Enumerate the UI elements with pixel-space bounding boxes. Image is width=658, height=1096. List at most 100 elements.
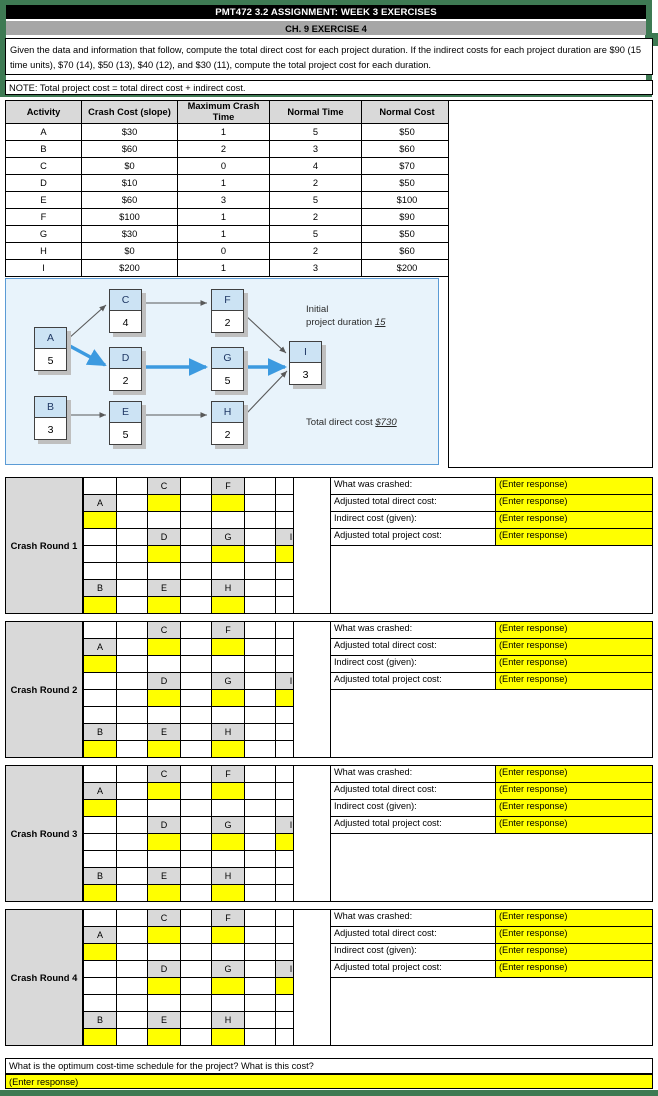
grid-cell-r4-c4[interactable] (211, 545, 245, 563)
grid-cell-r4-c2[interactable] (147, 977, 181, 995)
grid-cell-r0-c0 (83, 477, 117, 495)
grid-cell-r7-c2[interactable] (147, 884, 181, 902)
grid-cell-r7-c3 (180, 1028, 212, 1046)
grid-cell-r3-c0 (83, 816, 117, 834)
grid-row (83, 740, 307, 758)
grid-cell-r0-c2: C (147, 621, 181, 639)
question-response-input[interactable]: (Enter response) (496, 656, 652, 672)
question-response-input[interactable]: (Enter response) (496, 910, 652, 926)
question-response-input[interactable]: (Enter response) (496, 622, 652, 638)
question-response-input[interactable]: (Enter response) (496, 529, 652, 545)
question-response-input[interactable]: (Enter response) (496, 495, 652, 511)
question-response-input[interactable]: (Enter response) (496, 927, 652, 943)
question-label: Adjusted total direct cost: (331, 495, 496, 511)
grid-cell-r1-c1 (116, 638, 148, 656)
grid-cell-r7-c4[interactable] (211, 884, 245, 902)
grid-cell-r2-c2 (147, 655, 181, 673)
grid-cell-r1-c4[interactable] (211, 782, 245, 800)
grid-cell-r1-c2[interactable] (147, 638, 181, 656)
grid-cell-r7-c3 (180, 596, 212, 614)
question-response-input[interactable]: (Enter response) (496, 961, 652, 977)
grid-cell-r7-c0[interactable] (83, 884, 117, 902)
grid-cell-r2-c5 (244, 655, 276, 673)
grid-cell-r1-c4[interactable] (211, 638, 245, 656)
grid-row (83, 833, 307, 851)
grid-cell-r2-c4 (211, 655, 245, 673)
grid-cell-r4-c2[interactable] (147, 689, 181, 707)
grid-cell-r3-c3 (180, 816, 212, 834)
cell-r6-c2: 1 (177, 225, 270, 243)
grid-cell-r4-c0 (83, 545, 117, 563)
cell-r3-c4: $50 (361, 174, 453, 192)
grid-cell-r4-c4[interactable] (211, 977, 245, 995)
question-row: Adjusted total direct cost:(Enter respon… (331, 783, 652, 800)
optimum-schedule-answer-input[interactable]: (Enter response) (5, 1074, 653, 1089)
grid-cell-r3-c5 (244, 816, 276, 834)
grid-cell-r4-c2[interactable] (147, 545, 181, 563)
crash-round-label: Crash Round 3 (5, 765, 83, 902)
question-response-input[interactable]: (Enter response) (496, 639, 652, 655)
node-id-label: E (110, 402, 141, 423)
question-response-input[interactable]: (Enter response) (496, 783, 652, 799)
grid-cell-r2-c0[interactable] (83, 655, 117, 673)
question-response-input[interactable]: (Enter response) (496, 817, 652, 833)
grid-cell-r7-c3 (180, 740, 212, 758)
grid-cell-r7-c2[interactable] (147, 740, 181, 758)
grid-cell-r4-c4[interactable] (211, 833, 245, 851)
grid-cell-r2-c3 (180, 511, 212, 529)
grid-cell-r0-c2: C (147, 765, 181, 783)
grid-cell-r4-c4[interactable] (211, 689, 245, 707)
grid-cell-r7-c4[interactable] (211, 1028, 245, 1046)
grid-cell-r1-c2[interactable] (147, 926, 181, 944)
grid-cell-r2-c0[interactable] (83, 511, 117, 529)
grid-cell-r6-c5 (244, 867, 276, 885)
grid-cell-r2-c0[interactable] (83, 943, 117, 961)
grid-row (83, 884, 307, 902)
grid-cell-r7-c4[interactable] (211, 596, 245, 614)
grid-cell-r1-c4[interactable] (211, 926, 245, 944)
grid-cell-r2-c0[interactable] (83, 799, 117, 817)
grid-cell-r3-c4: G (211, 960, 245, 978)
grid-cell-r0-c1 (116, 477, 148, 495)
question-response-input[interactable]: (Enter response) (496, 673, 652, 689)
question-response-input[interactable]: (Enter response) (496, 512, 652, 528)
grid-cell-r6-c0: B (83, 579, 117, 597)
grid-cell-r1-c4[interactable] (211, 494, 245, 512)
cell-r8-c2: 1 (177, 259, 270, 277)
question-response-input[interactable]: (Enter response) (496, 800, 652, 816)
grid-cell-r5-c0 (83, 850, 117, 868)
grid-cell-r0-c0 (83, 765, 117, 783)
grid-cell-r7-c0[interactable] (83, 596, 117, 614)
grid-cell-r7-c2[interactable] (147, 596, 181, 614)
grid-cell-r3-c4: G (211, 528, 245, 546)
grid-cell-r1-c5 (244, 926, 276, 944)
grid-cell-r2-c1 (116, 655, 148, 673)
node-id-label: B (35, 397, 66, 418)
grid-cell-r4-c5 (244, 977, 276, 995)
grid-row (83, 596, 307, 614)
grid-cell-r7-c2[interactable] (147, 1028, 181, 1046)
node-id-label: H (212, 402, 243, 423)
grid-cell-r4-c2[interactable] (147, 833, 181, 851)
grid-cell-r1-c0: A (83, 638, 117, 656)
question-row: What was crashed:(Enter response) (331, 910, 652, 927)
question-response-input[interactable]: (Enter response) (496, 766, 652, 782)
grid-cell-r7-c0[interactable] (83, 740, 117, 758)
question-response-input[interactable]: (Enter response) (496, 944, 652, 960)
grid-cell-r7-c4[interactable] (211, 740, 245, 758)
grid-cell-r1-c2[interactable] (147, 782, 181, 800)
grid-cell-r7-c0[interactable] (83, 1028, 117, 1046)
grid-cell-r1-c2[interactable] (147, 494, 181, 512)
question-response-input[interactable]: (Enter response) (496, 478, 652, 494)
